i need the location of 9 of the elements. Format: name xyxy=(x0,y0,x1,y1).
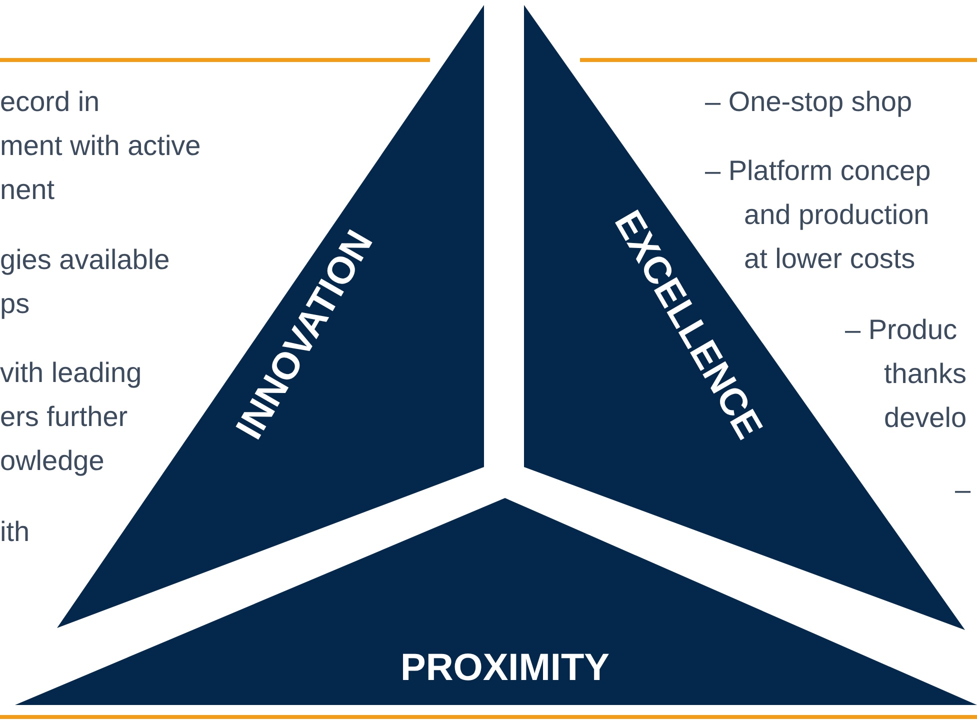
triangle-title: PROXIMITY xyxy=(400,649,610,687)
triangle-shape xyxy=(524,5,965,630)
bullet-text: ith xyxy=(0,515,30,549)
bullet-text: – Produc thanks develo xyxy=(845,313,967,435)
bullet-text: – xyxy=(955,473,971,507)
bullet-text: – One-stop shop xyxy=(705,85,912,119)
bullet-text: vith leading ers further owledge xyxy=(0,356,142,478)
bullet-text: ecord in ment with active nent xyxy=(0,85,201,207)
bullet-text: gies available ps xyxy=(0,243,170,321)
